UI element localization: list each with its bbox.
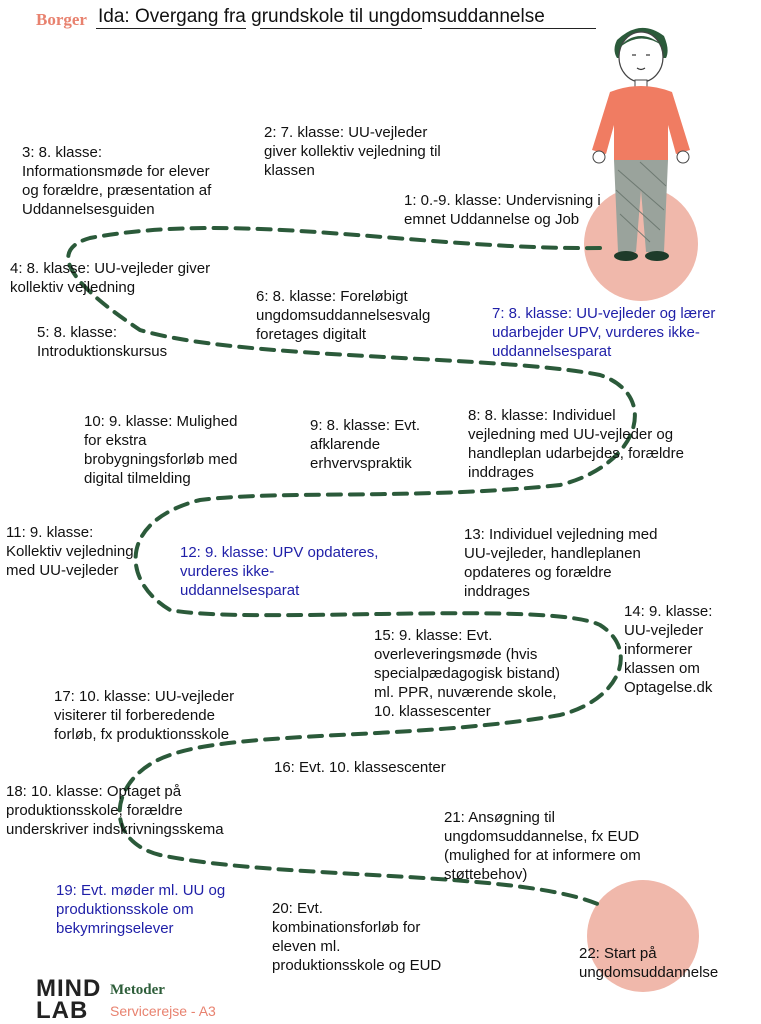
step-6: 6: 8. klasse: Foreløbigt ungdomsuddannel… [256,288,431,343]
end-circle-icon [587,880,699,992]
step-21: 21: Ansøgning til ungdomsuddannelse, fx … [444,809,641,883]
step-4: 4: 8. klasse: UU-vejleder giver kollekti… [10,260,211,296]
step-17: 17: 10. klasse: UU-vejleder visiterer ti… [54,688,235,743]
step-12: 12: 9. klasse: UPV opdateres, vurderes i… [180,544,379,599]
step-18: 18: 10. klasse: Optaget på produktionssk… [6,783,224,838]
step-14: 14: 9. klasse: UU-vejleder informerer kl… [624,603,713,696]
step-10: 10: 9. klasse: Mulighed for ekstra broby… [84,413,238,487]
step-2: 2: 7. klasse: UU-vejleder giver kollekti… [264,124,441,179]
step-20: 20: Evt. kombinationsforløb for eleven m… [272,900,442,974]
title-underline [440,28,596,29]
step-22: 22: Start på ungdomsuddannelse [579,945,719,981]
step-16: 16: Evt. 10. klassescenter [274,759,446,776]
dashed-journey-path [66,226,637,907]
mindlab-logo: MIND LAB [36,975,102,1024]
footer-subtitle: Servicerejse - A3 [110,1003,216,1019]
step-3: 3: 8. klasse: Informationsmøde for eleve… [22,144,212,218]
step-9: 9: 8. klasse: Evt. afklarende erhvervspr… [310,417,421,472]
title-underline [260,28,422,29]
step-13: 13: Individuel vejledning med UU-vejlede… [464,526,658,600]
person-figure-icon [592,27,690,261]
step-15: 15: 9. klasse: Evt. overleveringsmøde (h… [374,627,560,720]
step-19: 19: Evt. møder ml. UU og produktionsskol… [56,882,226,937]
step-11: 11: 9. klasse: Kollektiv vejledning med … [6,524,134,579]
step-5: 5: 8. klasse: Introduktionskursus [37,324,168,360]
title-underline [96,28,246,29]
start-circle-icon [584,187,698,301]
step-7: 7: 8. klasse: UU-vejleder og lærer udarb… [492,305,716,360]
step-1: 1: 0.-9. klasse: Undervisning i emnet Ud… [404,192,601,228]
footer-category: Metoder [110,982,165,998]
page-title: Ida: Overgang fra grundskole til ungdoms… [98,6,545,27]
step-8: 8: 8. klasse: Individuel vejledning med … [468,407,684,481]
header-label: Borger [36,10,87,29]
